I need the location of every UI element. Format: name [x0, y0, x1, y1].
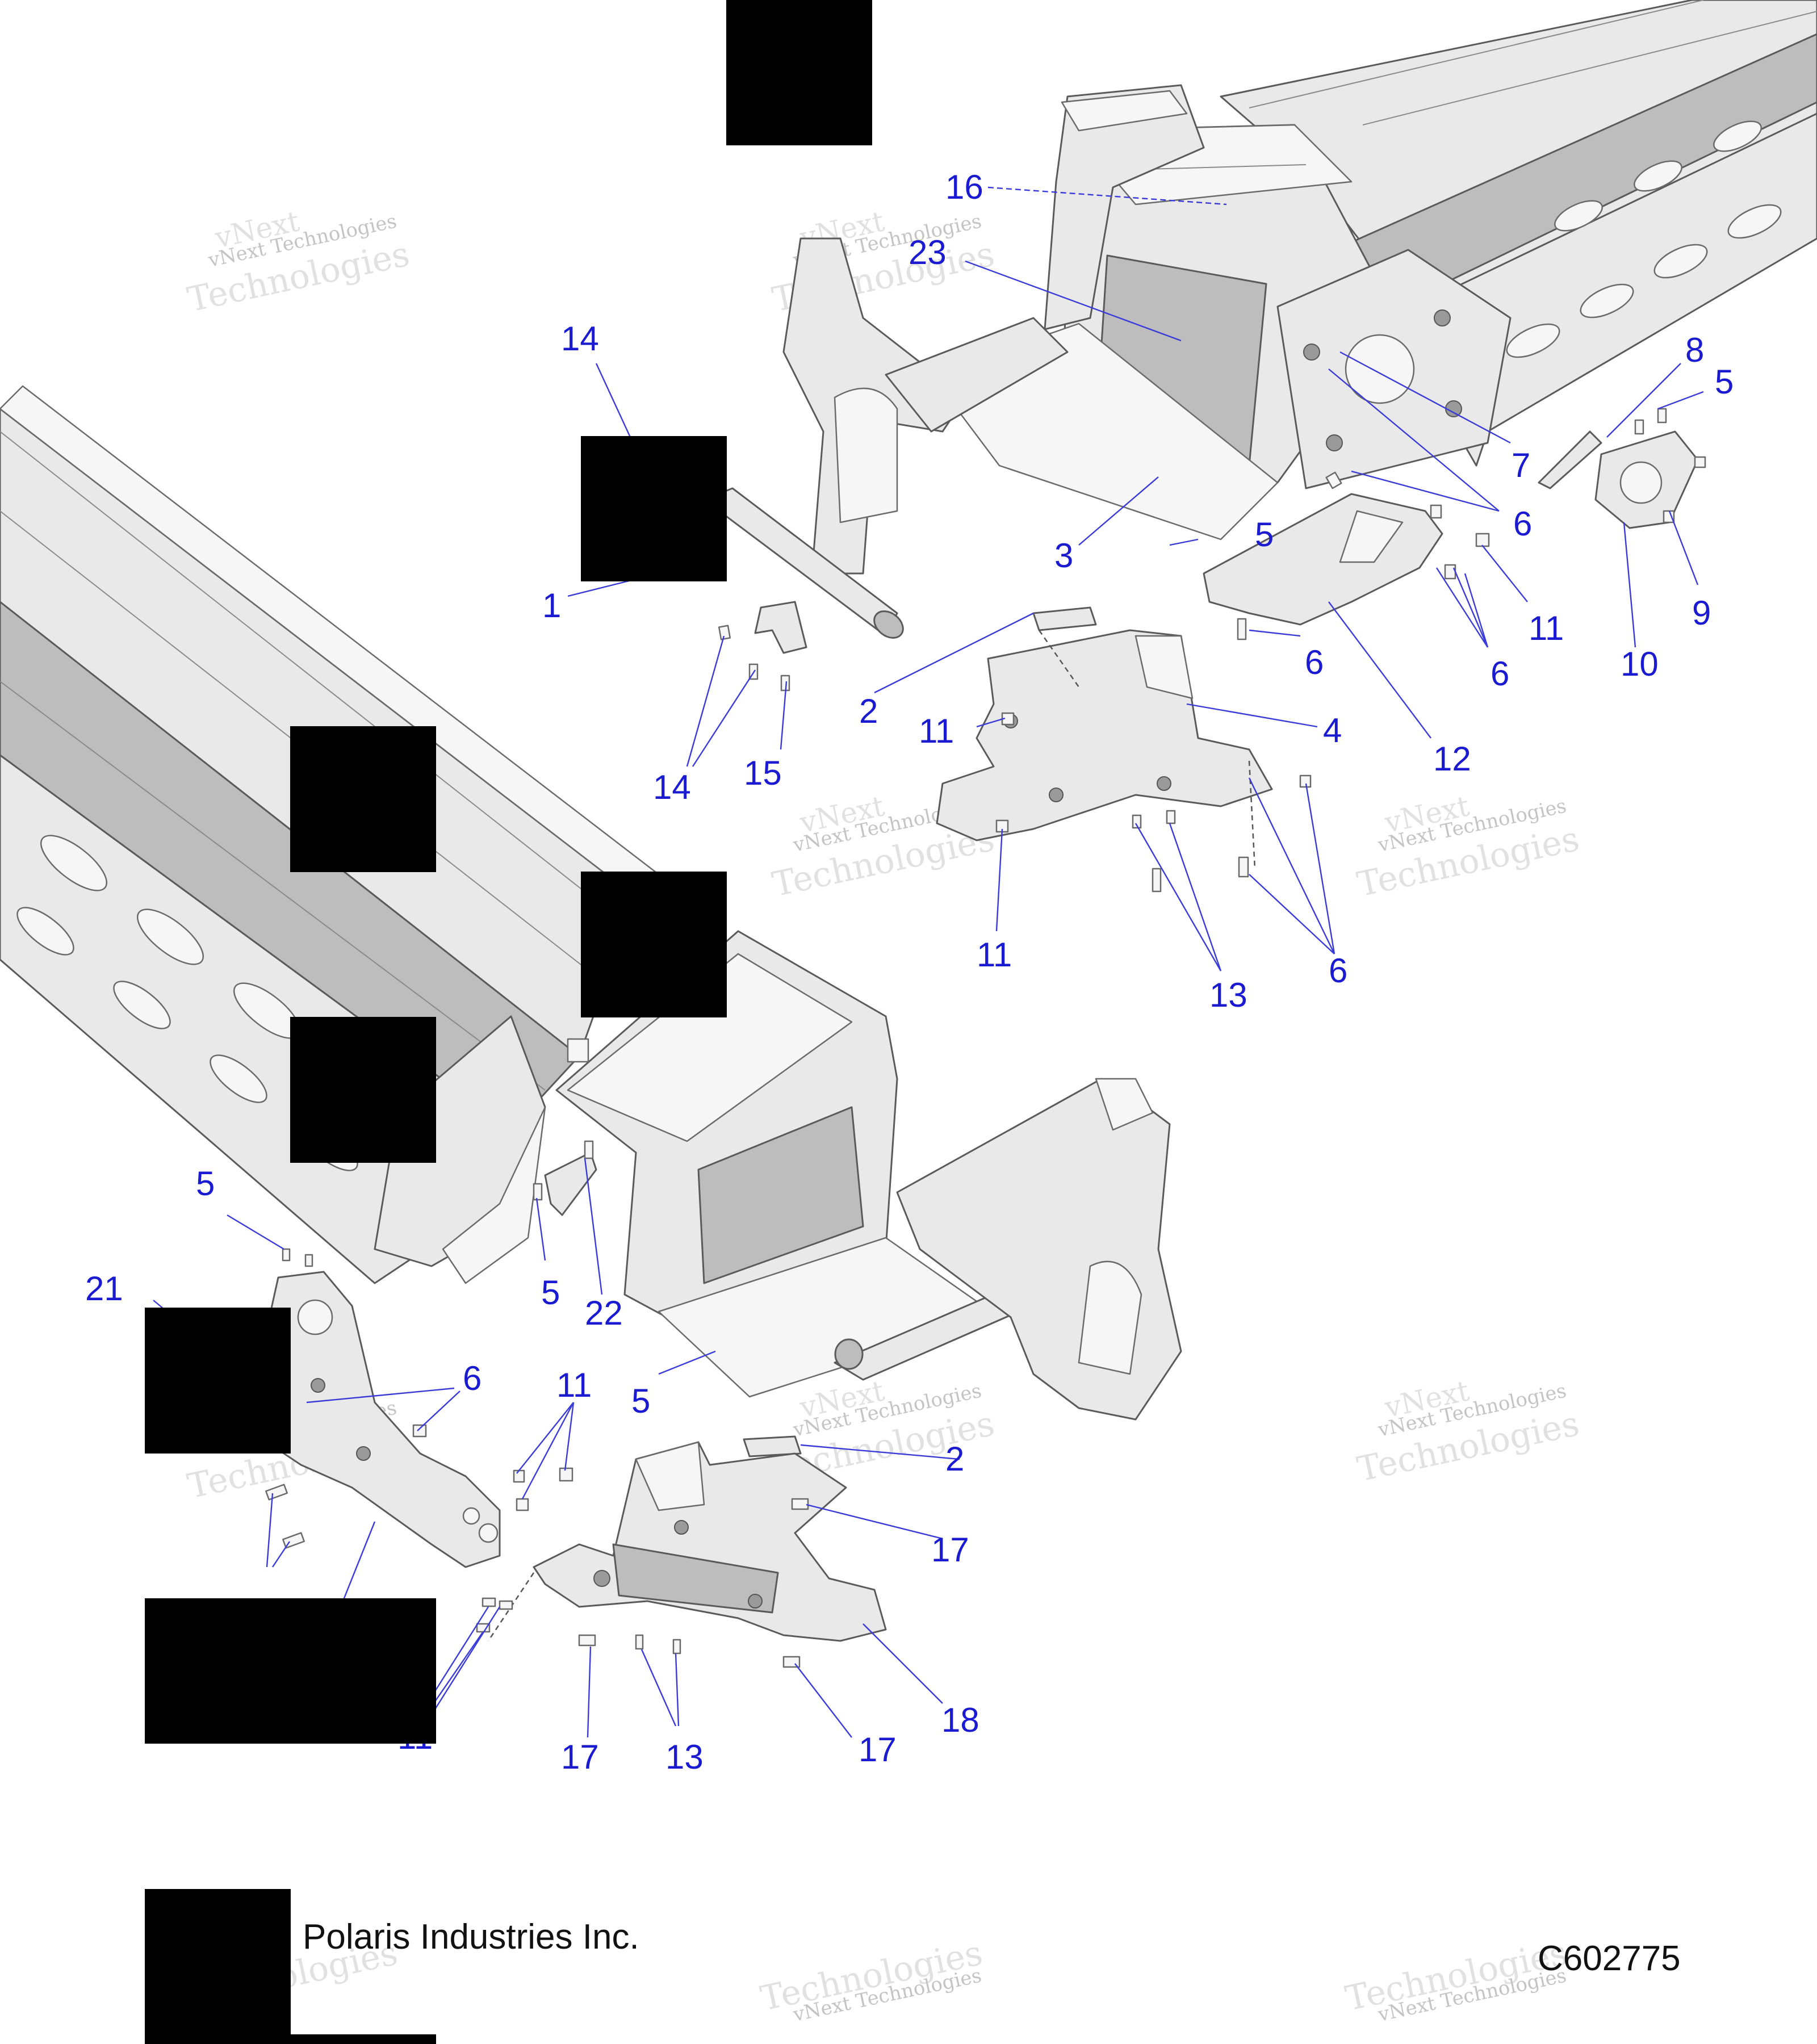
- callout-4: 4: [1323, 711, 1342, 749]
- redaction-block: [290, 2034, 436, 2044]
- callout-6: 6: [463, 1359, 482, 1397]
- leader-lines: [153, 186, 1704, 1738]
- callout-11: 11: [919, 712, 954, 750]
- callout-7: 7: [1512, 446, 1530, 484]
- redaction-block: [290, 726, 436, 872]
- company-name: Polaris Industries Inc.: [303, 1917, 639, 1957]
- callout-6: 6: [1491, 655, 1509, 693]
- upper-tunnel-rail-assembly: [703, 0, 1817, 639]
- callout-15: 15: [744, 754, 782, 792]
- redaction-blocks: [145, 0, 872, 2044]
- callout-1: 1: [542, 587, 561, 625]
- top-hardware: [718, 408, 1706, 893]
- callout-3: 3: [1054, 537, 1073, 575]
- callout-10: 10: [1621, 645, 1659, 683]
- redaction-block: [581, 872, 727, 1017]
- callout-18: 18: [941, 1701, 979, 1739]
- figure-code: C602775: [1538, 1939, 1681, 1978]
- callout-6: 6: [1329, 952, 1347, 990]
- redaction-block: [145, 1308, 291, 1454]
- rail-cutouts: [1506, 120, 1782, 358]
- callout-labels: 16 23 14 1 3 5 8 5 7 6 11 9 6 6 10 2 11 …: [85, 168, 1734, 1776]
- watermark: vNext Technologies vNext Technologies: [1354, 1374, 1582, 1489]
- callout-6: 6: [1513, 505, 1532, 543]
- callout-14: 14: [653, 768, 691, 806]
- redaction-block: [145, 1598, 436, 1744]
- callout-22: 22: [585, 1294, 623, 1332]
- callout-6: 6: [1305, 643, 1324, 681]
- callout-16: 16: [945, 168, 983, 206]
- callout-13: 13: [1209, 976, 1247, 1014]
- watermark: vNext Technologies Technologies: [757, 1933, 986, 2026]
- callout-8: 8: [1685, 331, 1704, 369]
- redaction-block: [581, 436, 727, 581]
- callout-17: 17: [931, 1531, 969, 1569]
- callout-9: 9: [1692, 594, 1711, 632]
- callout-23: 23: [909, 233, 947, 271]
- redaction-block: [290, 1017, 436, 1163]
- callout-17: 17: [561, 1738, 599, 1776]
- callout-2: 2: [859, 692, 878, 730]
- callout-5: 5: [1255, 516, 1274, 554]
- callout-5: 5: [1715, 363, 1734, 401]
- callout-11: 11: [556, 1366, 592, 1404]
- lower-hardware: [226, 1248, 887, 1668]
- callout-5: 5: [196, 1165, 215, 1203]
- callout-11: 11: [1529, 609, 1564, 647]
- callout-12: 12: [1433, 740, 1471, 778]
- callout-13: 13: [665, 1738, 704, 1776]
- callout-17: 17: [859, 1731, 897, 1769]
- callout-11: 11: [977, 936, 1012, 974]
- watermark: vNext Technologies vNext Technologies: [184, 204, 413, 320]
- redaction-block: [145, 1889, 291, 2044]
- callout-5: 5: [541, 1274, 560, 1312]
- redaction-block: [726, 0, 872, 145]
- callout-14: 14: [561, 320, 599, 358]
- watermark: vNext Technologies vNext Technologies: [1354, 789, 1582, 904]
- callout-5: 5: [631, 1382, 650, 1420]
- callout-21: 21: [85, 1270, 123, 1308]
- callout-2: 2: [945, 1440, 964, 1478]
